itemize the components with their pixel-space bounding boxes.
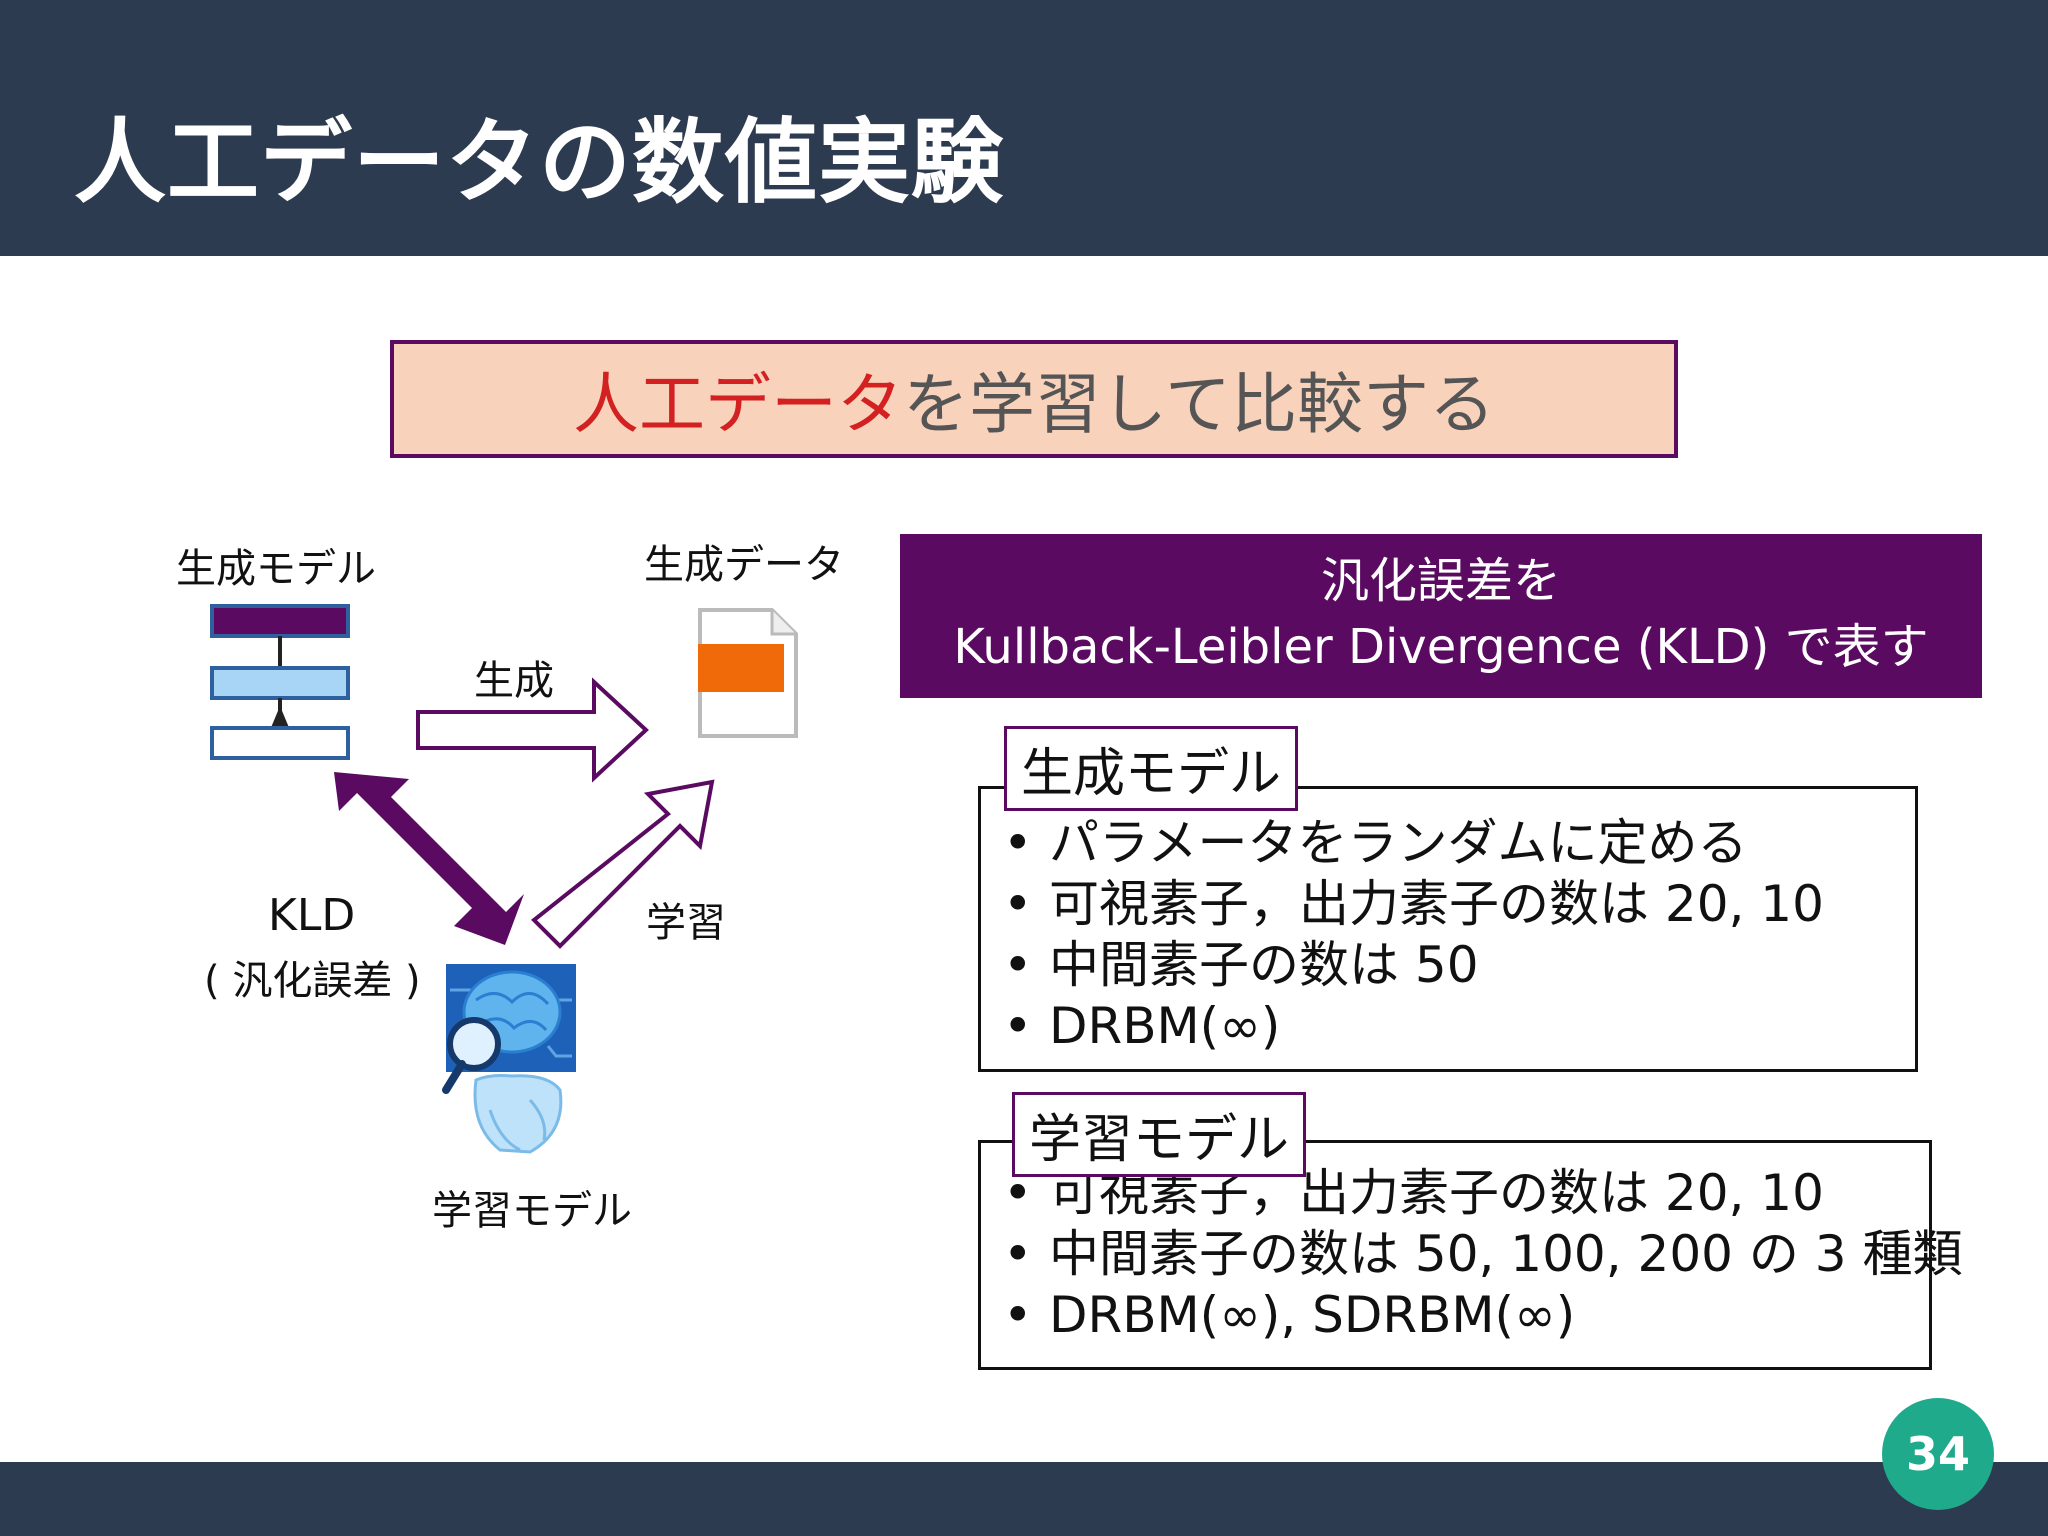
kld-definition-box: 汎化誤差を Kullback-Leibler Divergence (KLD) … [900, 534, 1982, 698]
banner-text: を学習して比較する [902, 366, 1496, 443]
list-item: DRBM(∞) [1001, 996, 1824, 1057]
kld-sub-label: ( 汎化誤差 ) [204, 958, 421, 1004]
kld-double-arrow [334, 772, 524, 945]
generative-model-label: 生成モデル [176, 546, 376, 592]
generative-model-tag: 生成モデル [1004, 726, 1299, 811]
list-item: 中間素子の数は 50, 100, 200 の 3 種類 [1001, 1224, 1962, 1285]
learning-model-label: 学習モデル [432, 1188, 632, 1234]
generative-model-list: パラメータをランダムに定める 可視素子，出力素子の数は 20, 10 中間素子の… [1001, 813, 1824, 1057]
learning-model-tag: 学習モデル [1012, 1092, 1307, 1177]
generated-data-label: 生成データ [644, 542, 844, 588]
summary-banner: 人工データを学習して比較する [390, 340, 1678, 458]
list-item: パラメータをランダムに定める [1001, 813, 1824, 874]
generative-model-icon [210, 604, 350, 760]
slide-footer [0, 1462, 2048, 1536]
generate-arrow-label: 生成 [474, 658, 554, 704]
kld-box-line-2: Kullback-Leibler Divergence (KLD) で表す [953, 619, 1929, 675]
document-icon [698, 608, 798, 738]
slide-header: 人工データの数値実験 [0, 0, 2048, 256]
learning-model-panel: 可視素子，出力素子の数は 20, 10 中間素子の数は 50, 100, 200… [978, 1140, 1962, 1370]
page-number-badge: 34 [1882, 1398, 1994, 1510]
kld-label: KLD [268, 890, 356, 941]
banner-accent-text: 人工データ [572, 366, 903, 443]
list-item: 中間素子の数は 50 [1001, 935, 1824, 996]
learning-model-list: 可視素子，出力素子の数は 20, 10 中間素子の数は 50, 100, 200… [1001, 1163, 1962, 1346]
learn-arrow-label: 学習 [646, 900, 726, 946]
generative-model-panel: パラメータをランダムに定める 可視素子，出力素子の数は 20, 10 中間素子の… [978, 786, 1918, 1072]
list-item: 可視素子，出力素子の数は 20, 10 [1001, 874, 1824, 935]
slide-title: 人工データの数値実験 [74, 109, 1005, 216]
list-item: DRBM(∞), SDRBM(∞) [1001, 1285, 1962, 1346]
kld-box-line-1: 汎化誤差を [1320, 553, 1561, 609]
learning-model-icon [442, 964, 576, 1154]
